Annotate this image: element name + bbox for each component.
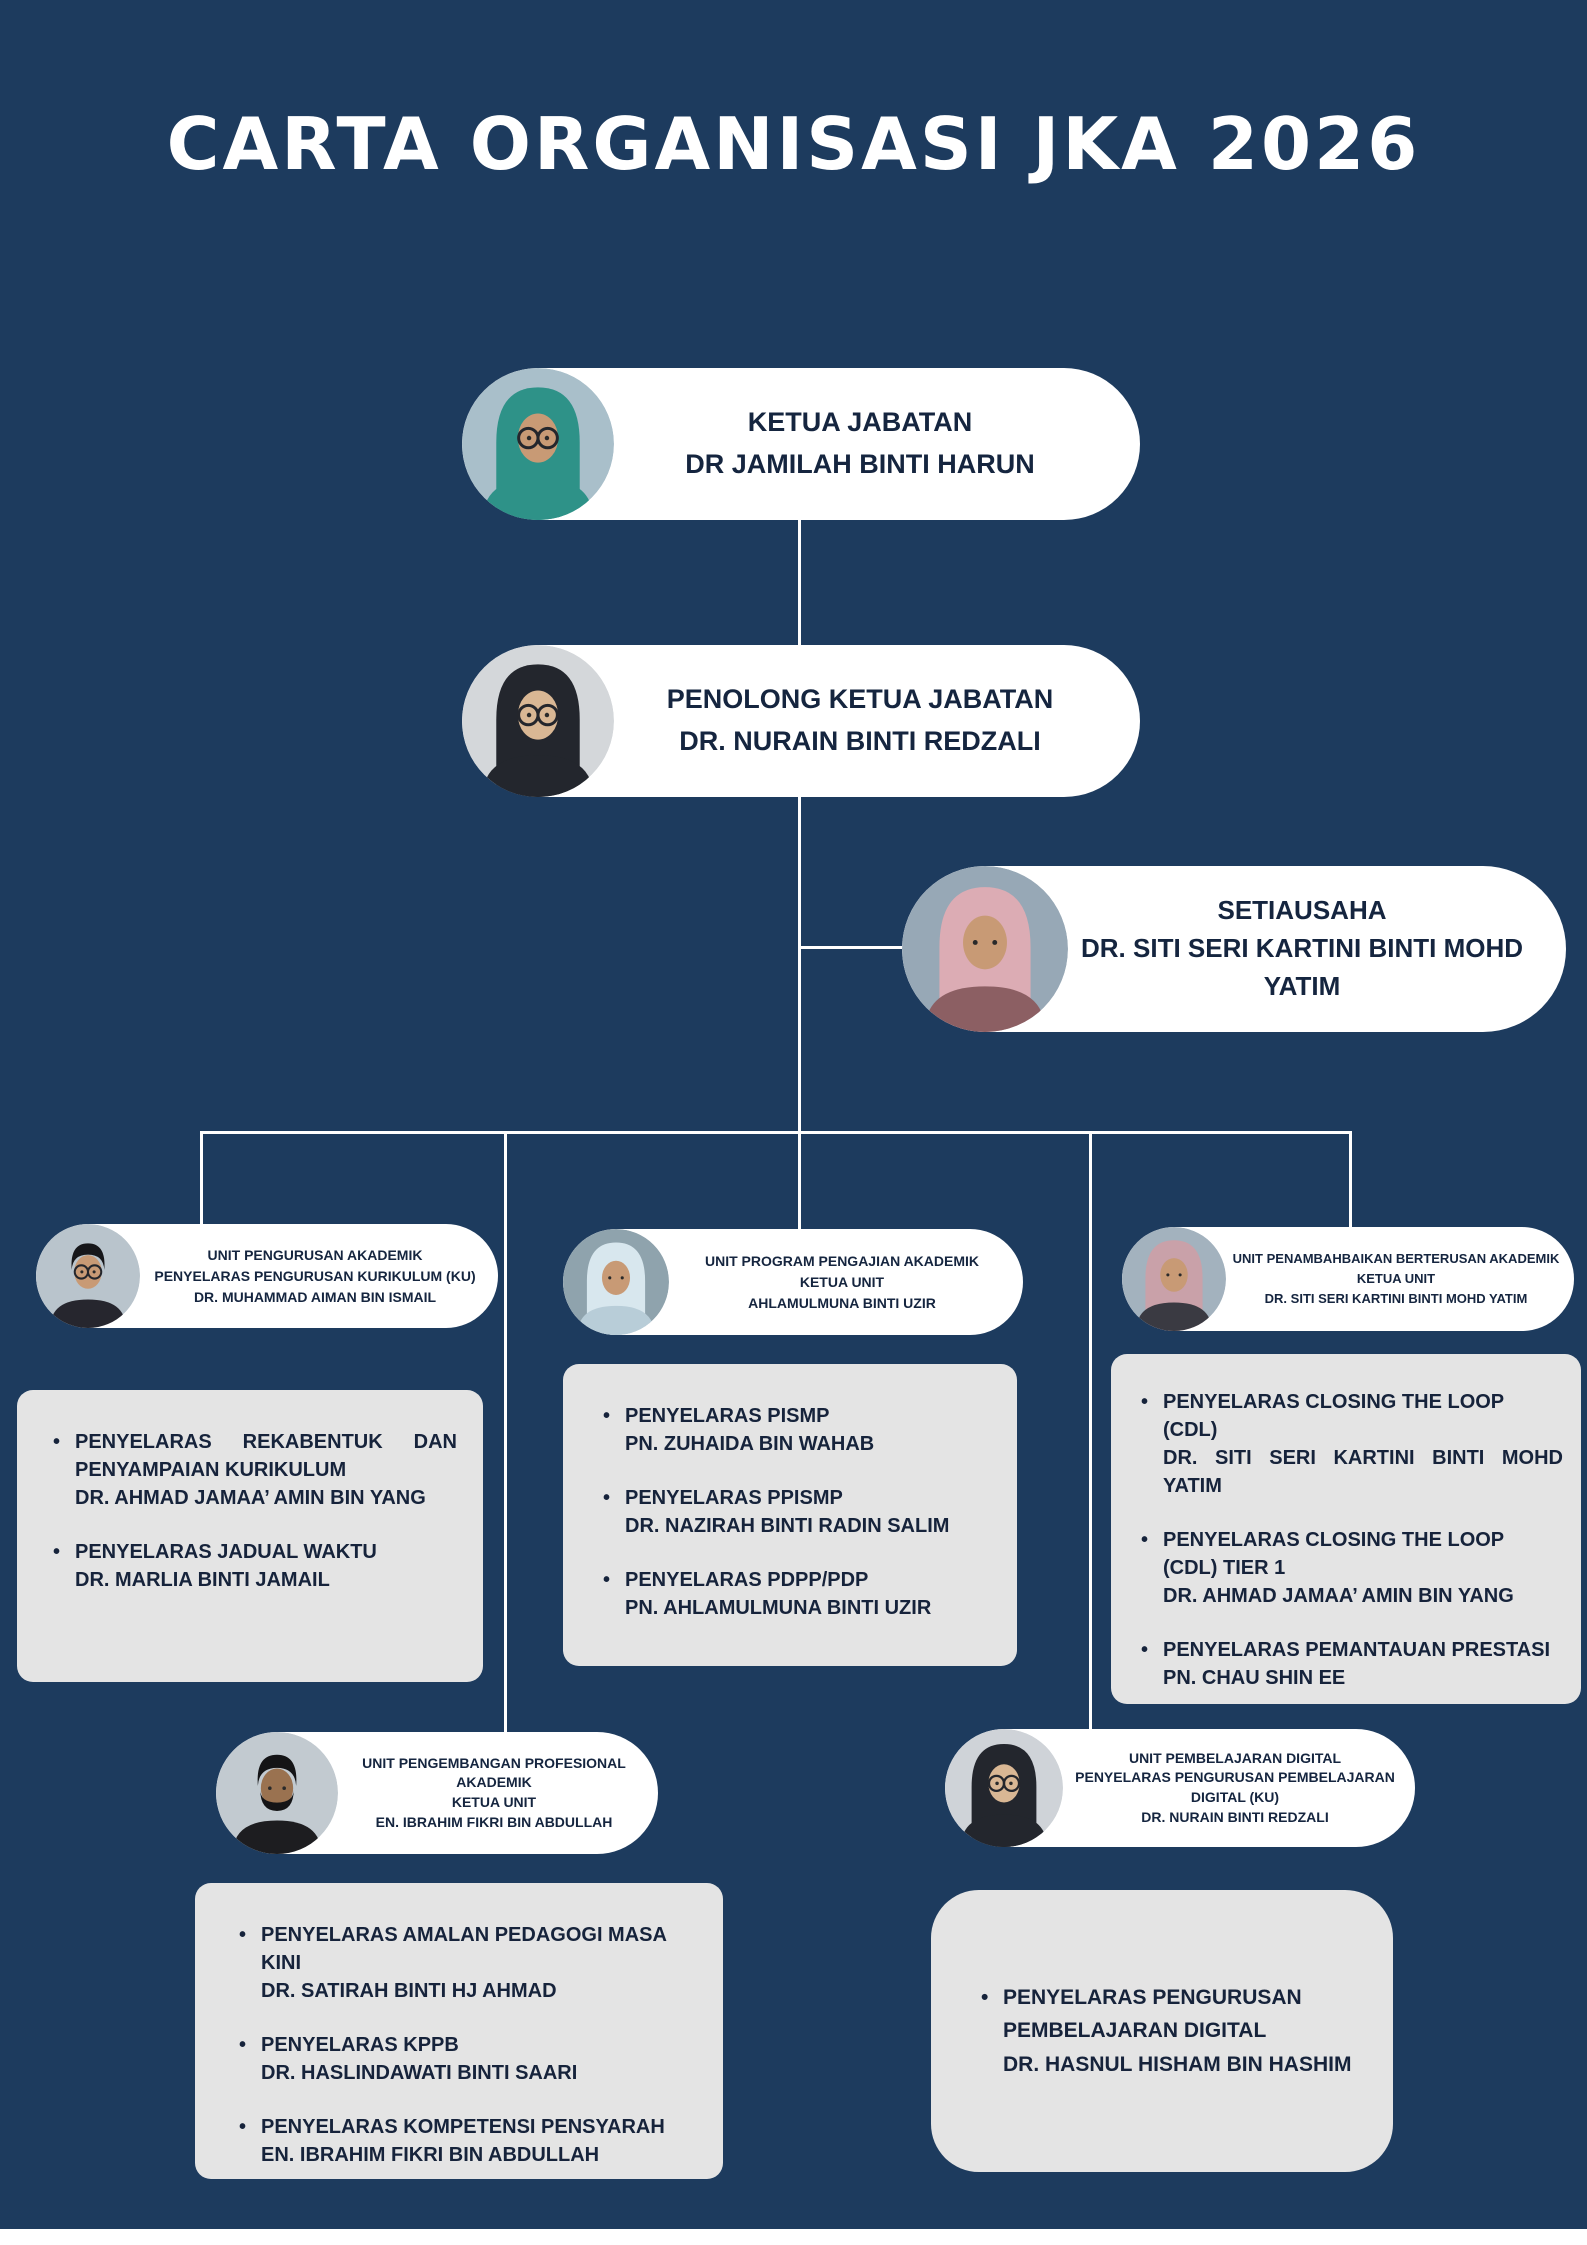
node-person: DR. NURAIN BINTI REDZALI [679, 726, 1041, 756]
connector-ketua-penolong [798, 518, 801, 647]
coordinator-item: PENYELARAS PDPP/PDP PN. AHLAMULMUNA BINT… [599, 1566, 995, 1622]
unit-person: DR. SITI SERI KARTINI BINTI MOHD YATIM [1264, 1291, 1528, 1307]
coordinator-item: PENYELARAS JADUAL WAKTU DR. MARLIA BINTI… [49, 1538, 457, 1594]
unit-title-line2: AKADEMIK [456, 1774, 532, 1791]
unit-role: PENYELARAS PENGURUSAN KURIKULUM (KU) [154, 1267, 476, 1284]
connector-drop-unit-penambahbaikan [1349, 1131, 1352, 1230]
unit-person: AHLAMULMUNA BINTI UZIR [748, 1294, 936, 1311]
org-node-ketua-jabatan: KETUA JABATAN DR JAMILAH BINTI HARUN [462, 368, 1140, 520]
panel-unit-penambahbaikan-coordinators: PENYELARAS CLOSING THE LOOP (CDL) DR. SI… [1111, 1354, 1581, 1704]
org-node-unit-pembelajaran-digital: UNIT PEMBELAJARAN DIGITAL PENYELARAS PEN… [945, 1729, 1415, 1847]
unit-role: PENYELARAS PENGURUSAN PEMBELAJARAN [1075, 1769, 1395, 1786]
unit-role: KETUA UNIT [799, 1273, 885, 1290]
coordinator-person: DR. AHMAD JAMAA’ AMIN BIN YANG [1163, 1585, 1514, 1607]
unit-person: DR. NURAIN BINTI REDZALI [1141, 1808, 1329, 1825]
coordinator-role: PENYELARAS CLOSING THE LOOP (CDL) [1163, 1391, 1504, 1441]
connector-branch-horizontal [200, 1131, 1352, 1134]
unit-title: UNIT PENGEMBANGAN PROFESIONAL [362, 1754, 626, 1771]
avatar-penolong-photo [462, 645, 614, 797]
avatar-setiausaha-photo [902, 866, 1068, 1032]
unit-role: KETUA UNIT [451, 1794, 537, 1810]
page-title: CARTA ORGANISASI JKA 2026 [166, 102, 1421, 186]
unit-person: EN. IBRAHIM FIKRI BIN ABDULLAH [375, 1813, 613, 1830]
coordinator-person: PN. CHAU SHIN EE [1163, 1667, 1346, 1689]
coordinator-item: PENYELARAS PEMANTAUAN PRESTASI PN. CHAU … [1137, 1636, 1563, 1692]
node-person: DR. SITI SERI KARTINI BINTI MOHD YATIM [1081, 933, 1523, 1001]
node-title: PENOLONG KETUA JABATAN [666, 684, 1054, 715]
coordinator-item: PENYELARAS PISMP PN. ZUHAIDA BIN WAHAB [599, 1402, 995, 1458]
unit-title: UNIT PENAMBAHBAIKAN BERTERUSAN AKADEMIK [1232, 1250, 1560, 1266]
connector-drop-unit-digital [1089, 1131, 1092, 1733]
panel-unit-digital-coordinators: PENYELARAS PENGURUSAN PEMBELAJARAN DIGIT… [931, 1890, 1393, 2172]
coordinator-role: PENYELARAS PPISMP [625, 1487, 843, 1509]
connector-drop-unit-program [798, 1131, 801, 1233]
coordinator-person: DR. SITI SERI KARTINI BINTI MOHD YATIM [1163, 1447, 1563, 1497]
coordinator-role: PENYELARAS PDPP/PDP [625, 1569, 869, 1591]
unit-title: UNIT PENGURUSAN AKADEMIK [207, 1246, 423, 1263]
coordinator-person: PN. ZUHAIDA BIN WAHAB [625, 1433, 875, 1455]
node-title: SETIAUSAHA [1217, 895, 1387, 926]
connector-penolong-branch [798, 796, 801, 1134]
coordinator-person: PN. AHLAMULMUNA BINTI UZIR [625, 1597, 932, 1619]
coordinator-role: PENYELARAS PEMANTAUAN PRESTASI [1163, 1639, 1551, 1661]
coordinator-person: DR. SATIRAH BINTI HJ AHMAD [261, 1980, 557, 2002]
coordinator-person: DR. HASNUL HISHAM BIN HASHIM [1003, 2052, 1352, 2076]
org-node-setiausaha: SETIAUSAHA DR. SITI SERI KARTINI BINTI M… [902, 866, 1566, 1032]
panel-unit-program-coordinators: PENYELARAS PISMP PN. ZUHAIDA BIN WAHAB P… [563, 1364, 1017, 1666]
org-node-unit-pengurusan-akademik: UNIT PENGURUSAN AKADEMIK PENYELARAS PENG… [36, 1224, 498, 1328]
avatar-unit-pengembangan-photo [216, 1732, 338, 1854]
coordinator-role: PENYELARAS PISMP [625, 1405, 830, 1427]
coordinator-item: PENYELARAS KOMPETENSI PENSYARAH EN. IBRA… [235, 2113, 701, 2169]
unit-title: UNIT PROGRAM PENGAJIAN AKADEMIK [704, 1252, 980, 1269]
node-person: DR JAMILAH BINTI HARUN [685, 449, 1035, 479]
coordinator-item: PENYELARAS AMALAN PEDAGOGI MASA KINI DR.… [235, 1921, 701, 2005]
coordinator-item: PENYELARAS CLOSING THE LOOP (CDL) TIER 1… [1137, 1526, 1563, 1610]
coordinator-person: DR. MARLIA BINTI JAMAIL [75, 1569, 330, 1591]
coordinator-item: PENYELARAS KPPB DR. HASLINDAWATI BINTI S… [235, 2031, 701, 2087]
panel-unit-pengurusan-coordinators: PENYELARAS REKABENTUK DAN PENYAMPAIAN KU… [17, 1390, 483, 1682]
unit-title: UNIT PEMBELAJARAN DIGITAL [1128, 1749, 1342, 1766]
unit-role-line2: DIGITAL (KU) [1190, 1789, 1280, 1805]
coordinator-item: PENYELARAS CLOSING THE LOOP (CDL) DR. SI… [1137, 1388, 1563, 1500]
bottom-white-strip [0, 2229, 1587, 2245]
coordinator-item: PENYELARAS REKABENTUK DAN PENYAMPAIAN KU… [49, 1428, 457, 1512]
avatar-unit-penambahbaikan-photo [1122, 1227, 1226, 1331]
coordinator-person: DR. AHMAD JAMAA’ AMIN BIN YANG [75, 1487, 426, 1509]
connector-drop-unit-pengembangan [504, 1131, 507, 1737]
coordinator-role: PENYELARAS REKABENTUK DAN PENYAMPAIAN KU… [75, 1431, 457, 1481]
unit-person: DR. MUHAMMAD AIMAN BIN ISMAIL [193, 1288, 437, 1305]
coordinator-role: PENYELARAS PENGURUSAN PEMBELAJARAN DIGIT… [1003, 1985, 1302, 2043]
org-node-penolong-ketua-jabatan: PENOLONG KETUA JABATAN DR. NURAIN BINTI … [462, 645, 1140, 797]
connector-setiausaha [798, 946, 904, 949]
coordinator-item: PENYELARAS PPISMP DR. NAZIRAH BINTI RADI… [599, 1484, 995, 1540]
avatar-ketua-jabatan-photo [462, 368, 614, 520]
coordinator-person: DR. NAZIRAH BINTI RADIN SALIM [625, 1515, 950, 1537]
coordinator-role: PENYELARAS JADUAL WAKTU [75, 1541, 377, 1563]
coordinator-person: DR. HASLINDAWATI BINTI SAARI [261, 2062, 578, 2084]
coordinator-role: PENYELARAS KOMPETENSI PENSYARAH [261, 2116, 665, 2138]
coordinator-role: PENYELARAS CLOSING THE LOOP (CDL) TIER 1 [1163, 1529, 1504, 1579]
unit-role: KETUA UNIT [1356, 1270, 1436, 1286]
avatar-unit-program-photo [563, 1229, 669, 1335]
coordinator-item: PENYELARAS PENGURUSAN PEMBELAJARAN DIGIT… [977, 1981, 1365, 2082]
connector-drop-unit-pengurusan [200, 1131, 203, 1228]
coordinator-person: EN. IBRAHIM FIKRI BIN ABDULLAH [261, 2144, 600, 2166]
coordinator-role: PENYELARAS AMALAN PEDAGOGI MASA KINI [261, 1924, 667, 1974]
avatar-unit-pengurusan-photo [36, 1224, 140, 1328]
panel-unit-pengembangan-coordinators: PENYELARAS AMALAN PEDAGOGI MASA KINI DR.… [195, 1883, 723, 2179]
org-node-unit-program-pengajian: UNIT PROGRAM PENGAJIAN AKADEMIK KETUA UN… [563, 1229, 1023, 1335]
node-title: KETUA JABATAN [747, 407, 973, 438]
org-node-unit-pengembangan-profesional: UNIT PENGEMBANGAN PROFESIONAL AKADEMIK K… [216, 1732, 658, 1854]
org-node-unit-penambahbaikan: UNIT PENAMBAHBAIKAN BERTERUSAN AKADEMIK … [1122, 1227, 1574, 1331]
coordinator-role: PENYELARAS KPPB [261, 2034, 459, 2056]
avatar-unit-digital-photo [945, 1729, 1063, 1847]
